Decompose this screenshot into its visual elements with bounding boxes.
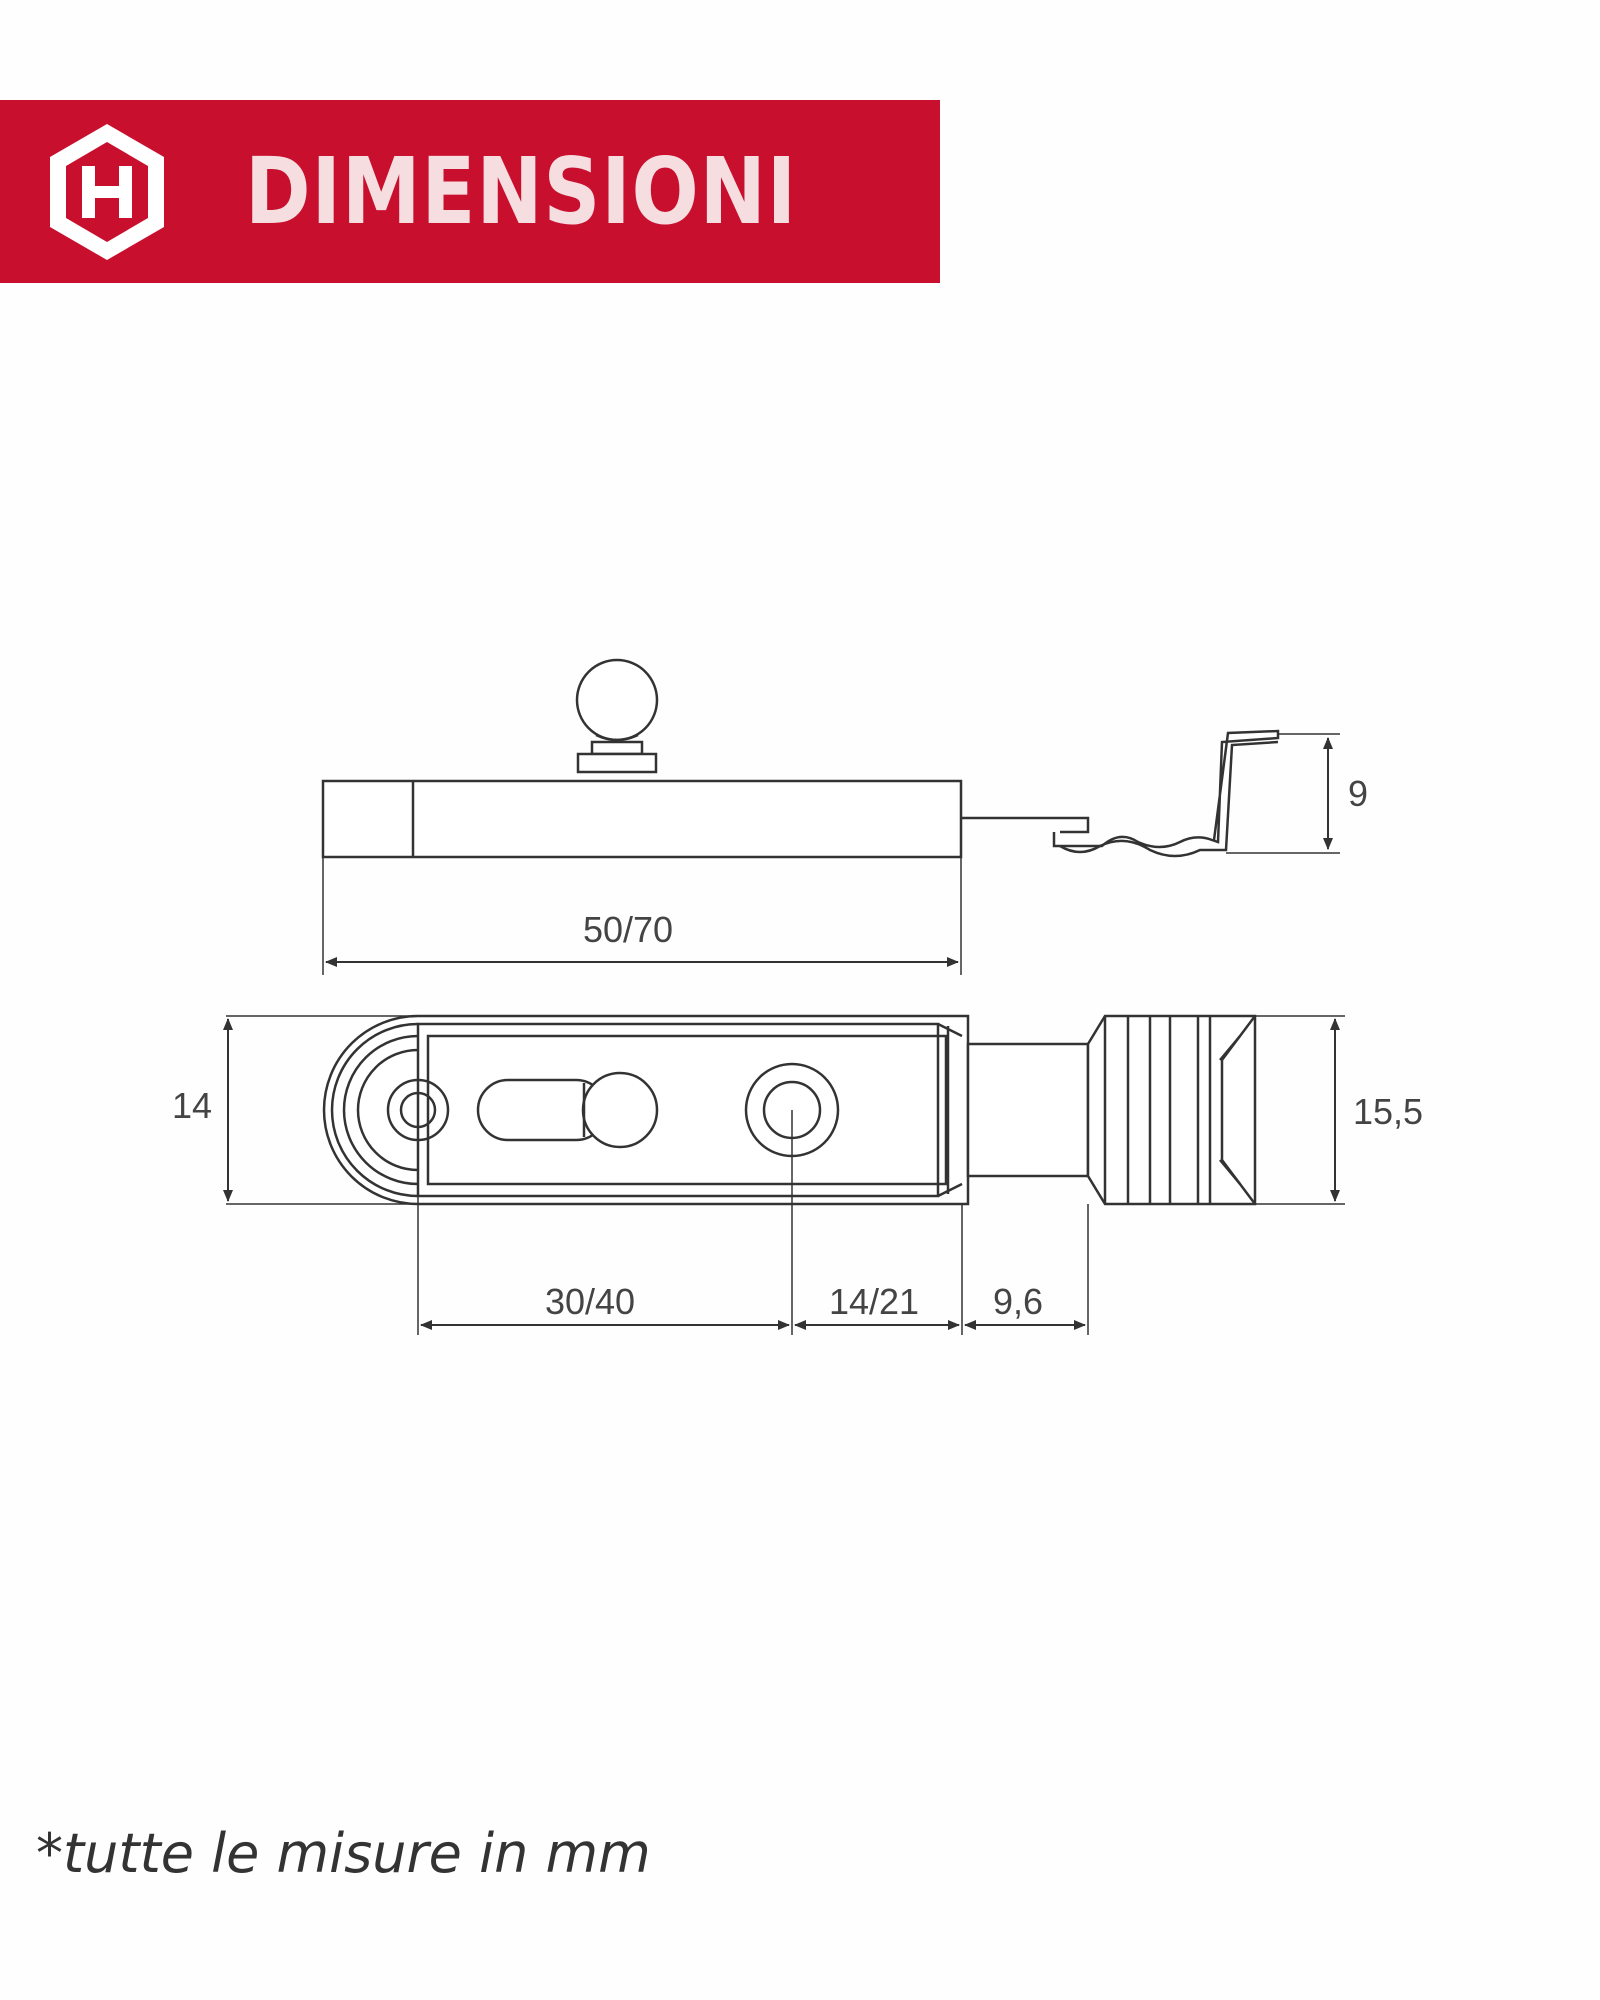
dim-label-hole-to-end: 14/21 bbox=[829, 1281, 919, 1322]
side-view bbox=[321, 658, 1340, 975]
dim-label-tip-length: 9,6 bbox=[993, 1281, 1043, 1322]
dim-label-width-right: 15,5 bbox=[1353, 1091, 1423, 1132]
dim-label-total-length: 50/70 bbox=[583, 909, 673, 950]
dim-label-height-right: 9 bbox=[1348, 773, 1368, 814]
footnote-units: *tutte le misure in mm bbox=[36, 1822, 651, 1885]
hexagon-h-logo-icon bbox=[50, 124, 164, 260]
header-banner: DIMENSIONI bbox=[0, 100, 940, 283]
dim-label-width-left: 14 bbox=[172, 1085, 212, 1126]
dim-label-hole-spacing: 30/40 bbox=[545, 1281, 635, 1322]
top-view bbox=[226, 1014, 1345, 1335]
page-title: DIMENSIONI bbox=[245, 138, 798, 245]
